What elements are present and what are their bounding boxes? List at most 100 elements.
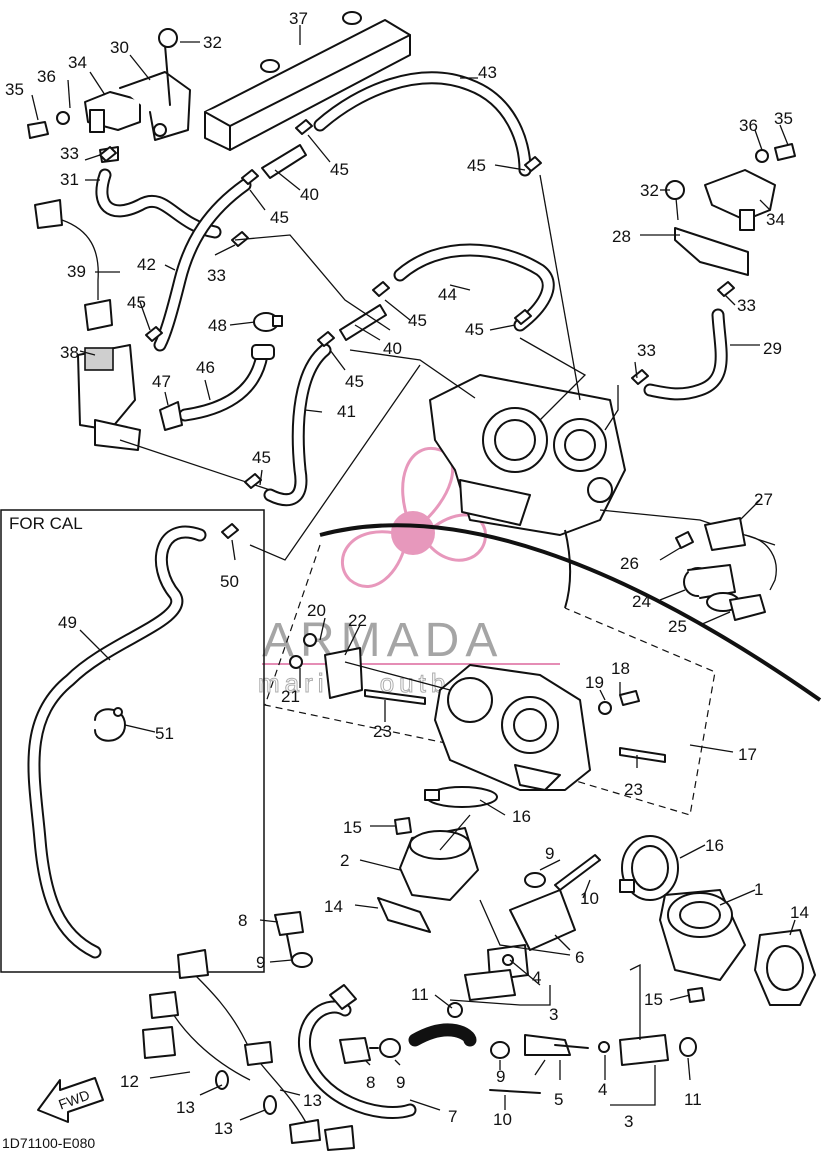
callout-20: 20 (307, 601, 326, 620)
callout-33: 33 (637, 341, 656, 360)
callout-18: 18 (611, 659, 630, 678)
fuel-hose-7 (298, 984, 477, 1119)
throttle-body-assembly-top (429, 374, 776, 546)
callout-7: 7 (448, 1107, 457, 1126)
callout-9: 9 (396, 1073, 405, 1092)
inset-title: FOR CAL (9, 514, 83, 533)
callout-45: 45 (408, 311, 427, 330)
callout-1: 1 (754, 880, 763, 899)
bolt-8-washer-9 (274, 911, 401, 1064)
callout-51: 51 (155, 724, 174, 743)
hose-31-42 (95, 168, 252, 352)
callout-29: 29 (763, 339, 782, 358)
pressure-sensor-34-right (665, 143, 796, 276)
callout-46: 46 (196, 358, 215, 377)
callout-19: 19 (585, 673, 604, 692)
callout-35: 35 (5, 80, 24, 99)
callout-45: 45 (345, 372, 364, 391)
callout-42: 42 (137, 255, 156, 274)
callout-45: 45 (127, 293, 146, 312)
injector-holder-6 (447, 854, 601, 1018)
intake-joint-2 (377, 817, 479, 933)
callout-44: 44 (438, 285, 457, 304)
callout-26: 26 (620, 554, 639, 573)
callout-34: 34 (766, 210, 785, 229)
sensor-24-25-26 (675, 517, 777, 621)
wire-harness-12 (142, 949, 355, 1151)
intake-joint-1 (619, 835, 816, 1006)
callout-45: 45 (467, 156, 486, 175)
callout-48: 48 (208, 316, 227, 335)
connector-39 (34, 199, 113, 331)
hose-41 (263, 343, 332, 507)
callout-10: 10 (493, 1110, 512, 1129)
callout-12: 12 (120, 1072, 139, 1091)
callout-36: 36 (739, 116, 758, 135)
hose-44 (393, 243, 555, 332)
callout-28: 28 (612, 227, 631, 246)
clip-47 (159, 401, 183, 431)
callout-8: 8 (238, 911, 247, 930)
callout-39: 39 (67, 262, 86, 281)
callout-47: 47 (152, 372, 171, 391)
callout-10: 10 (580, 889, 599, 908)
callout-43: 43 (478, 63, 497, 82)
propeller-logo (340, 447, 487, 588)
callout-23: 23 (373, 722, 392, 741)
callout-5: 5 (554, 1090, 563, 1109)
callout-40: 40 (383, 339, 402, 358)
callout-11: 11 (411, 985, 429, 1004)
callout-16: 16 (705, 836, 724, 855)
callout-45: 45 (330, 160, 349, 179)
callout-36: 36 (37, 67, 56, 86)
callout-9: 9 (545, 844, 554, 863)
callout-numbers: 37 30 32 34 36 35 43 33 31 45 45 40 45 4… (5, 9, 809, 1138)
callout-13: 13 (303, 1091, 322, 1110)
callout-4: 4 (532, 968, 541, 987)
callout-11: 11 (684, 1090, 702, 1109)
callout-31: 31 (60, 170, 79, 189)
callout-15: 15 (644, 990, 663, 1009)
callout-41: 41 (337, 402, 356, 421)
callout-9: 9 (496, 1067, 505, 1086)
callout-21: 21 (281, 687, 300, 706)
callout-22: 22 (348, 611, 367, 630)
callout-3: 3 (624, 1112, 633, 1131)
callout-15: 15 (343, 818, 362, 837)
callout-38: 38 (60, 343, 79, 362)
callout-9: 9 (256, 953, 265, 972)
callout-23: 23 (624, 780, 643, 799)
callout-37: 37 (289, 9, 308, 28)
throttle-body-exploded (289, 633, 666, 791)
callout-14: 14 (324, 897, 343, 916)
callout-24: 24 (632, 592, 651, 611)
callout-33: 33 (207, 266, 226, 285)
callout-17: 17 (738, 745, 757, 764)
fwd-arrow: FWD (37, 1077, 104, 1123)
callout-30: 30 (110, 38, 129, 57)
leader-lines (31, 25, 796, 1121)
callout-40: 40 (300, 185, 319, 204)
callout-35: 35 (774, 109, 793, 128)
clip-48 (253, 312, 283, 332)
fuel-rail-37 (204, 11, 411, 151)
callout-13: 13 (176, 1098, 195, 1117)
hose-clips (99, 119, 735, 489)
pressure-sensor-34-left (27, 28, 191, 163)
callout-4: 4 (598, 1080, 607, 1099)
callout-34: 34 (68, 53, 87, 72)
callout-27: 27 (754, 490, 773, 509)
clamp-16-a (424, 786, 498, 808)
callout-16: 16 (512, 807, 531, 826)
solenoid-valve-38 (77, 344, 271, 491)
callout-45: 45 (270, 208, 289, 227)
callout-13: 13 (214, 1119, 233, 1138)
callout-3: 3 (549, 1005, 558, 1024)
callout-14: 14 (790, 903, 809, 922)
callout-49: 49 (58, 613, 77, 632)
callout-8: 8 (366, 1073, 375, 1092)
hose-43 (261, 71, 532, 341)
callout-32: 32 (203, 33, 222, 52)
hose-29 (643, 308, 728, 401)
